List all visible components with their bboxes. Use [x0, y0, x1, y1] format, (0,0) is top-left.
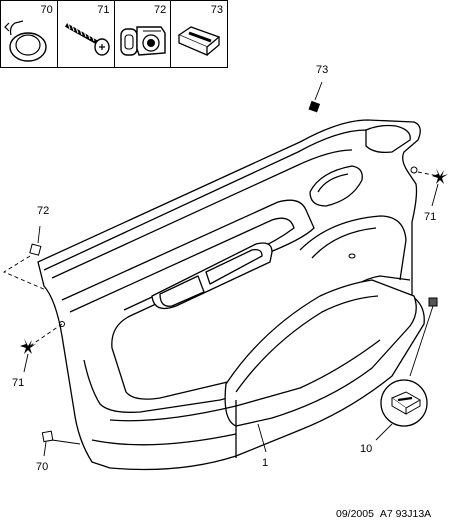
callout-71-left: 71	[12, 377, 24, 389]
callout-70: 70	[36, 461, 48, 473]
detail-10	[375, 379, 428, 441]
legend-number: 71	[97, 4, 110, 16]
drawing-reference-footer: 09/2005 A7 93J13A	[336, 508, 431, 520]
clip-73-right	[409, 297, 438, 377]
screw-71-left	[20, 323, 63, 373]
footer-date: 09/2005	[336, 508, 374, 520]
clip-70	[41, 430, 81, 457]
panel-clip-points	[59, 166, 418, 327]
callout-73: 73	[316, 64, 328, 76]
legend-number: 70	[40, 4, 53, 16]
callout-72: 72	[37, 205, 49, 217]
door-trim-panel	[37, 119, 425, 471]
footer-reference: A7 93J13A	[379, 508, 432, 520]
clip-73-top	[308, 81, 323, 113]
legend-number: 72	[154, 4, 167, 16]
fastener-legend: 70 71 72 73	[0, 0, 228, 68]
clip-with-housing-icon	[119, 26, 166, 56]
legend-cell-push-clip: 70	[1, 1, 58, 67]
legend-cell-clip-with-housing: 72	[115, 1, 172, 67]
legend-number: 73	[210, 4, 223, 16]
screw-icon	[64, 22, 110, 56]
push-clip-icon	[4, 20, 47, 62]
callout-10: 10	[360, 443, 372, 455]
callout-71-right: 71	[424, 211, 436, 223]
clip-72	[3, 225, 47, 291]
rectangular-clip-icon	[177, 26, 221, 56]
callout-1: 1	[262, 457, 268, 469]
legend-cell-rectangular-clip: 73	[171, 1, 227, 67]
leader-1	[257, 423, 267, 453]
legend-cell-screw: 71	[58, 1, 115, 67]
screw-71-right	[417, 168, 448, 207]
